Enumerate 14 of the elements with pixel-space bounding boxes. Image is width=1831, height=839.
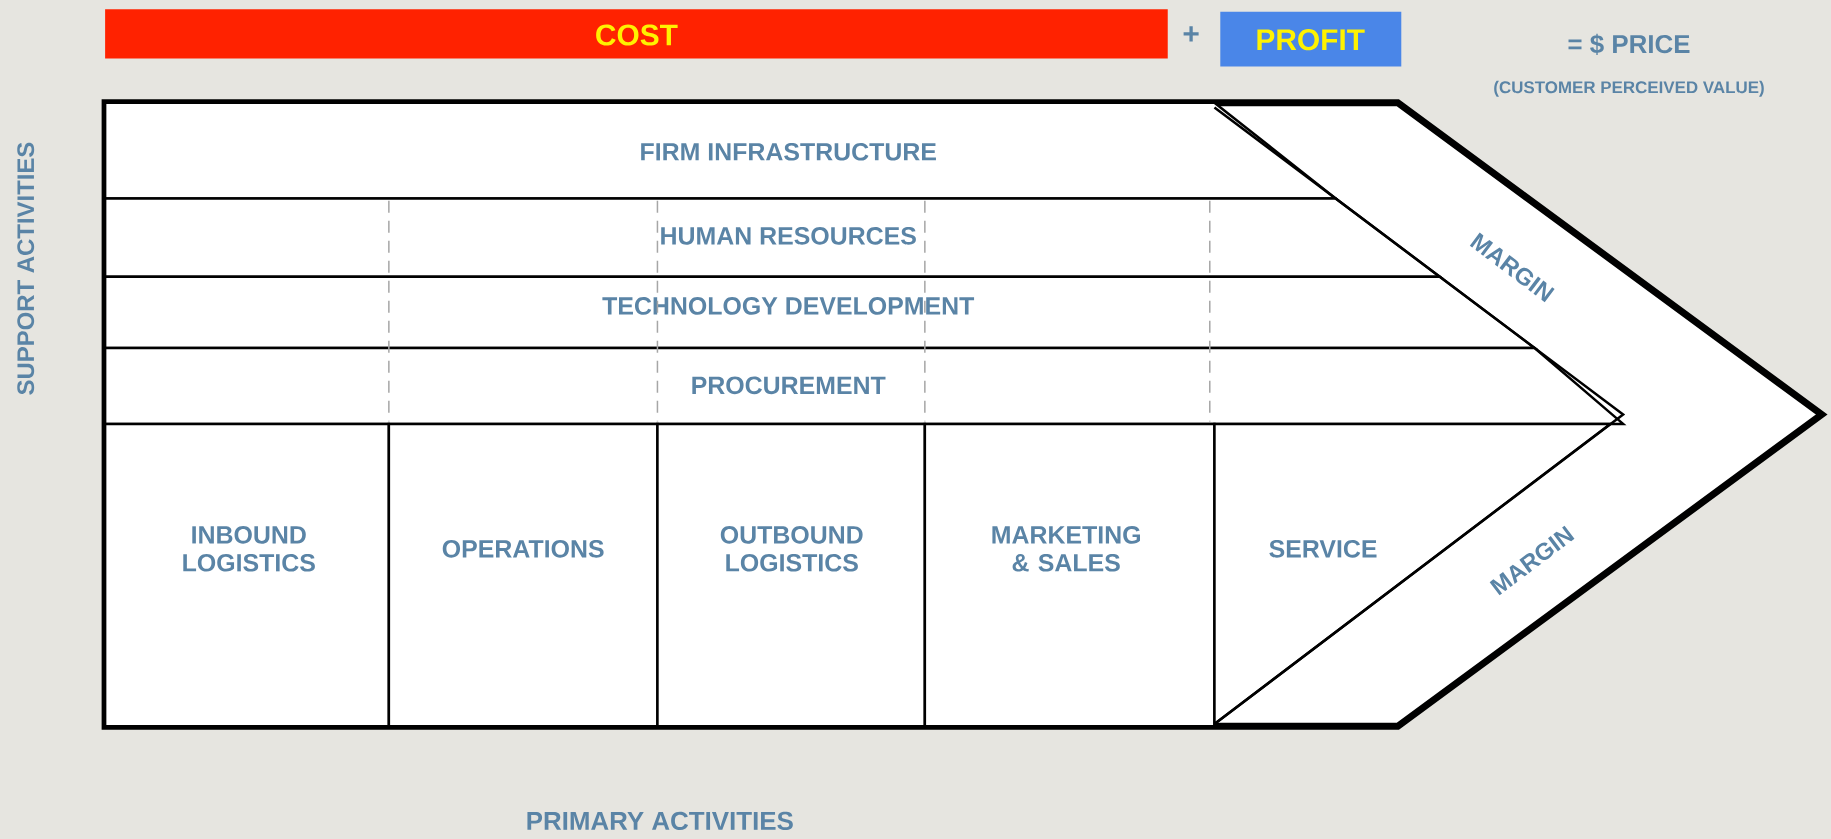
primary-activity-cell: OPERATIONS: [387, 422, 659, 728]
axis-title: SUPPORT ACTIVITIES: [17, 142, 35, 395]
bar: COST: [105, 9, 1168, 59]
support-activity-band: HUMAN RESOURCES: [103, 197, 1444, 278]
primary-activity-cell: MARKETING & SALES: [923, 422, 1216, 728]
primary-activity-cell: OUTBOUND LOGISTICS: [656, 422, 927, 728]
plus-sign: +: [1183, 26, 1199, 42]
support-activity-band: FIRM INFRASTRUCTURE: [103, 101, 1340, 200]
price-label: = $ PRICE: [1568, 33, 1690, 55]
support-activity-band: PROCUREMENT: [103, 346, 1627, 426]
bar: PROFIT: [1220, 11, 1402, 67]
axis-title: PRIMARY ACTIVITIES: [527, 811, 793, 831]
primary-activity-cell: INBOUND LOGISTICS: [103, 422, 391, 728]
price-note: (CUSTOMER PERCEIVED VALUE): [1494, 80, 1764, 97]
